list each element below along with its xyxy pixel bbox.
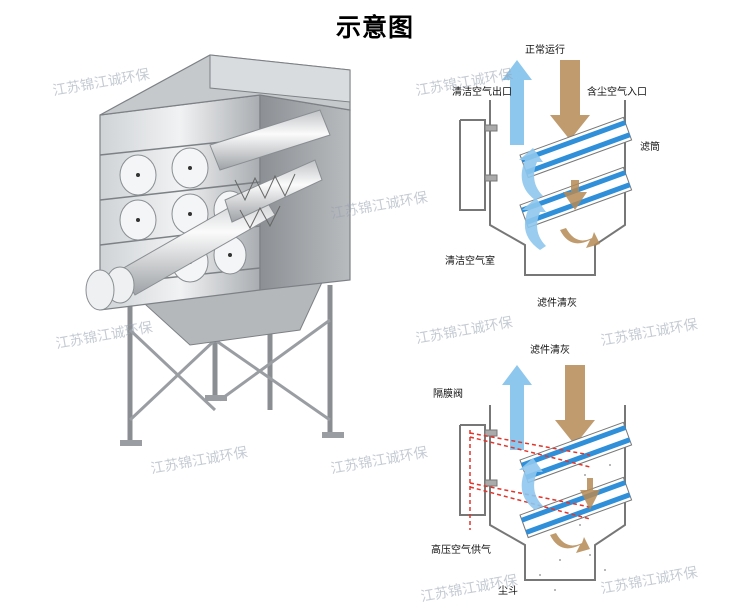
clean-air-outflow-arrow [502,60,532,145]
label-filter-cleaning-top: 滤件清灰 [530,345,570,356]
label-high-pressure-air: 高压空气供气 [431,545,491,556]
pulse-jets [469,430,591,530]
pulse-cleaning-diagram [459,365,633,591]
label-diaphragm-valve: 隔膜阀 [433,389,463,400]
watermark: 江苏锦江诚环保 [599,316,699,350]
dust-collector-illustration [85,54,351,446]
label-clean-air-chamber: 清洁空气室 [445,256,495,267]
label-filter-cleaning-bottom: 滤件清灰 [537,298,577,309]
label-normal-operation: 正常运行 [525,45,565,56]
watermark: 江苏锦江诚环保 [414,314,514,348]
label-clean-air-outlet: 清洁空气出口 [452,87,512,98]
page-title: 示意图 [335,13,414,42]
label-filter-cartridge: 滤筒 [640,142,660,153]
label-dusty-air-inlet: 含尘空气入口 [587,87,647,98]
filter-cartridges [105,109,331,304]
dusty-air-inflow-arrow [550,60,590,140]
dusty-air-inflow-arrow-2 [555,365,595,445]
clean-air-outflow-arrow-2 [502,365,532,450]
label-dust-hopper: 尘斗 [498,586,518,597]
normal-operation-diagram [459,60,633,276]
cross-braces [128,318,331,422]
